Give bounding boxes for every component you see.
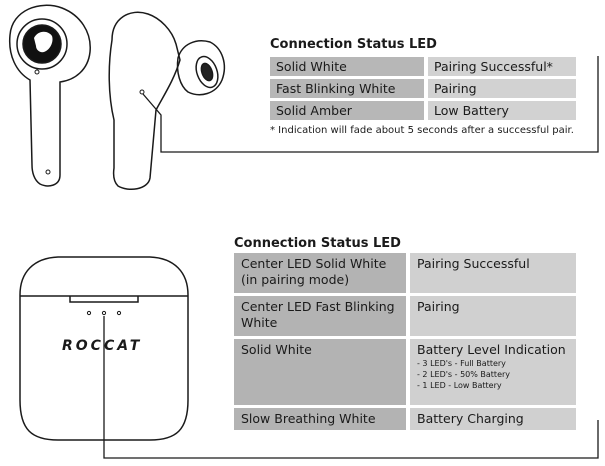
table-row: Solid White Battery Level Indication - 3… bbox=[234, 339, 576, 405]
battery-detail-full: - 3 LED's - Full Battery bbox=[417, 359, 506, 368]
led-table-bottom: Center LED Solid White (in pairing mode)… bbox=[230, 250, 580, 433]
led-cell: Solid Amber bbox=[270, 101, 424, 120]
status-text: Battery Level Indication bbox=[417, 342, 566, 357]
section-title-bottom: Connection Status LED bbox=[234, 236, 401, 251]
status-cell: Low Battery bbox=[428, 101, 576, 120]
led-cell: Center LED Solid White (in pairing mode) bbox=[234, 253, 406, 293]
status-cell: Pairing bbox=[410, 296, 576, 336]
table-row: Slow Breathing White Battery Charging bbox=[234, 408, 576, 430]
earbud-front-illustration bbox=[8, 4, 91, 187]
table-row: Solid Amber Low Battery bbox=[270, 101, 576, 120]
table-row: Center LED Fast Blinking White Pairing bbox=[234, 296, 576, 336]
led-cell: Center LED Fast Blinking White bbox=[234, 296, 406, 336]
leader-line-top bbox=[142, 56, 599, 153]
table-row: Center LED Solid White (in pairing mode)… bbox=[234, 253, 576, 293]
table-row: Solid White Pairing Successful* bbox=[270, 57, 576, 76]
charging-case-illustration bbox=[19, 256, 189, 441]
case-logo: ROCCAT bbox=[62, 338, 143, 354]
leader-line-bottom bbox=[103, 316, 599, 459]
status-cell: Pairing bbox=[428, 79, 576, 98]
led-table-top: Solid White Pairing Successful* Fast Bli… bbox=[266, 54, 580, 123]
led-cell: Solid White bbox=[234, 339, 406, 405]
table-row: Fast Blinking White Pairing bbox=[270, 79, 576, 98]
led-cell: Fast Blinking White bbox=[270, 79, 424, 98]
status-cell: Pairing Successful* bbox=[428, 57, 576, 76]
led-cell: Slow Breathing White bbox=[234, 408, 406, 430]
status-cell: Pairing Successful bbox=[410, 253, 576, 293]
status-cell: Battery Level Indication - 3 LED's - Ful… bbox=[410, 339, 576, 405]
footnote: * Indication will fade about 5 seconds a… bbox=[270, 125, 574, 136]
led-cell: Solid White bbox=[270, 57, 424, 76]
status-cell: Battery Charging bbox=[410, 408, 576, 430]
battery-detail-half: - 2 LED's - 50% Battery bbox=[417, 370, 511, 379]
battery-detail-low: - 1 LED - Low Battery bbox=[417, 381, 502, 390]
section-title-top: Connection Status LED bbox=[270, 37, 437, 52]
earbud-side-illustration bbox=[108, 11, 226, 191]
